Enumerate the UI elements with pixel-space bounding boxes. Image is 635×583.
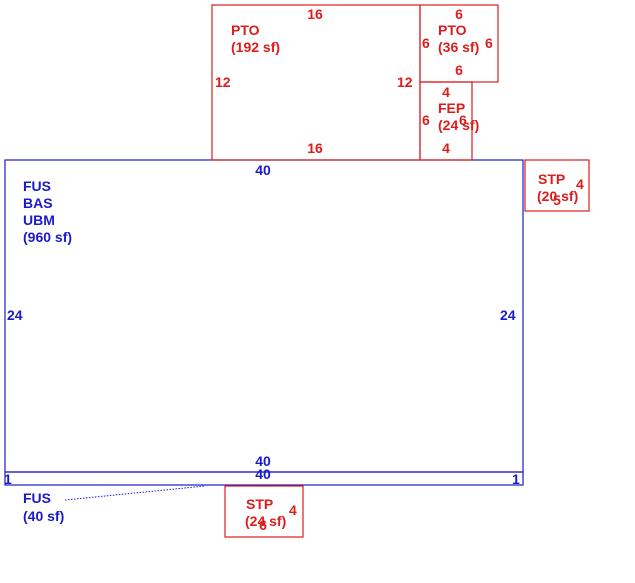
stp-right-dim-bottom: 5 xyxy=(553,192,561,208)
pto-large-label-line2: (192 sf) xyxy=(231,39,280,55)
fep-dim-left: 6 xyxy=(422,112,430,128)
main-dim-right: 24 xyxy=(500,307,516,323)
strip-dim-right: 1 xyxy=(512,471,520,487)
stp-bottom-label-line1: STP xyxy=(246,496,273,512)
stp-bottom-dim-right: 4 xyxy=(289,502,297,518)
fep-dim-bottom: 4 xyxy=(442,140,450,156)
pto-small-dim-top: 6 xyxy=(455,6,463,22)
fep-outline xyxy=(419,81,473,161)
pto-small-label-line1: PTO xyxy=(438,22,467,38)
stp-right-label-line1: STP xyxy=(538,171,565,187)
main-area-label-line4: (960 sf) xyxy=(23,229,72,245)
pto-small-dim-right: 6 xyxy=(485,35,493,51)
main-dim-bottom: 40 xyxy=(255,453,271,469)
pto-small-label-line2: (36 sf) xyxy=(438,39,479,55)
strip-leader-line xyxy=(64,485,206,501)
pto-small-dim-bottom: 6 xyxy=(455,62,463,78)
fep-label-line1: FEP xyxy=(438,100,465,116)
main-area-outline xyxy=(4,159,524,473)
stp-bottom-dim-bottom: 6 xyxy=(259,517,267,533)
main-area-label-line3: UBM xyxy=(23,212,55,228)
stp-right-label-line2: (20 sf) xyxy=(537,188,578,204)
pto-large-label-line1: PTO xyxy=(231,22,260,38)
strip-area-label-line1: FUS xyxy=(23,490,51,506)
main-dim-left: 24 xyxy=(7,307,23,323)
pto-large-dim-left: 12 xyxy=(215,74,231,90)
main-area-label-line1: FUS xyxy=(23,178,51,194)
stp-right-outline xyxy=(524,159,590,212)
strip-area-outline xyxy=(4,471,524,486)
pto-small-dim-left: 6 xyxy=(422,35,430,51)
fep-label-line2: (24 sf) xyxy=(438,117,479,133)
strip-dim-top: 40 xyxy=(255,466,271,482)
main-area-label-line2: BAS xyxy=(23,195,53,211)
strip-area-label-line2: (40 sf) xyxy=(23,508,64,524)
pto-large-dim-right: 12 xyxy=(397,74,413,90)
fep-dim-right: 6 xyxy=(459,112,467,128)
stp-bottom-outline xyxy=(224,485,304,538)
main-dim-top: 40 xyxy=(255,162,271,178)
stp-right-dim-right: 4 xyxy=(576,176,584,192)
stp-bottom-label-line2: (24 sf) xyxy=(245,513,286,529)
strip-dim-left: 1 xyxy=(4,471,12,487)
fep-dim-top: 4 xyxy=(442,84,450,100)
pto-large-dim-top: 16 xyxy=(307,6,323,22)
pto-large-dim-bottom: 16 xyxy=(307,140,323,156)
